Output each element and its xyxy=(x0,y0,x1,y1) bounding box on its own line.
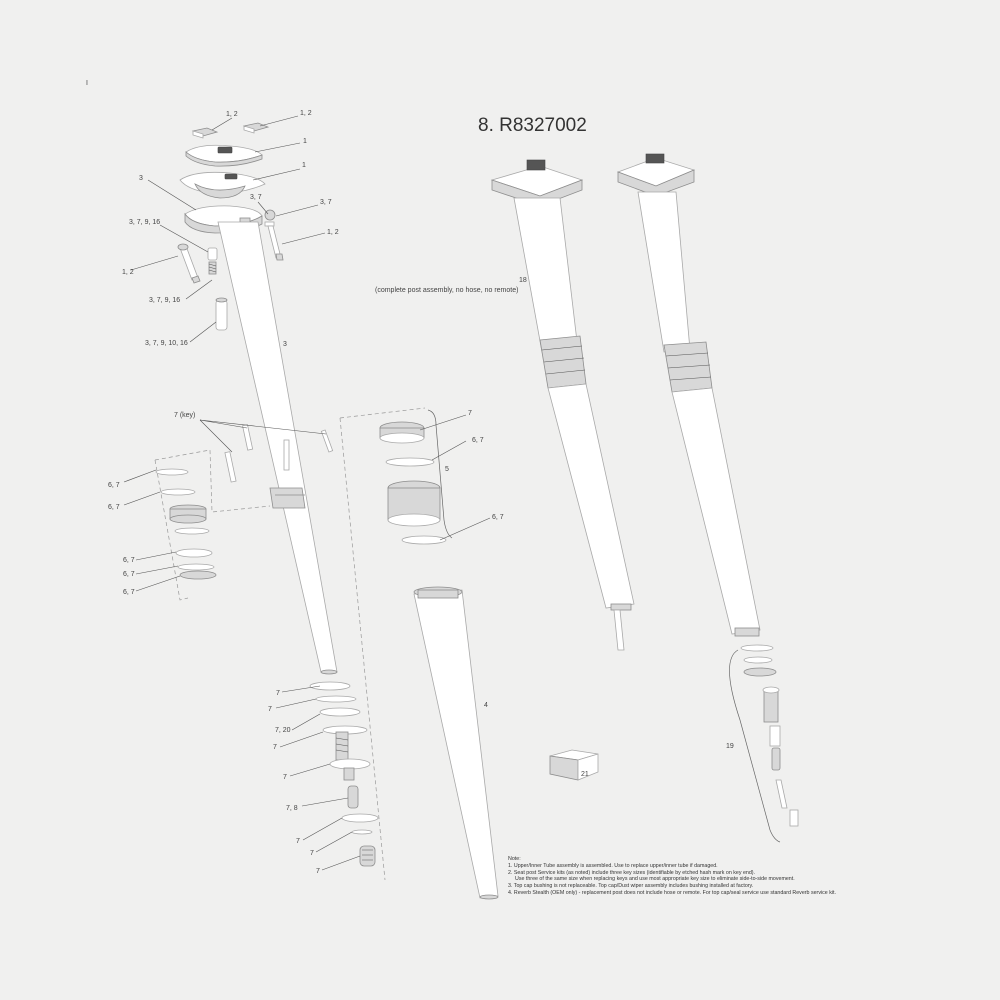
label-6-7-l2: 6, 7 xyxy=(108,504,120,511)
note-2: 2. Seat post Service kits (as noted) inc… xyxy=(508,869,756,876)
assembled-post-right xyxy=(616,153,761,637)
leader-lines xyxy=(123,115,491,871)
label-3-7-9-16-b: 3, 7, 9, 16 xyxy=(149,297,180,304)
assembled-post-left xyxy=(490,159,635,651)
label-1-2-d: 1, 2 xyxy=(122,269,134,276)
key-set xyxy=(224,424,334,483)
label-1-b: 1 xyxy=(302,162,306,169)
clamp-nut-right xyxy=(242,122,270,134)
note-4: 4. Reverb Stealth (OEM only) - replaceme… xyxy=(508,889,836,896)
notes-block: Note: 1. Upper/Inner Tube assembly is as… xyxy=(508,856,968,897)
label-7-b1: 7 xyxy=(276,690,280,697)
label-3-7-b: 3, 7 xyxy=(320,199,332,206)
corner-mark: I xyxy=(86,80,88,87)
label-3-7-9-16-a: 3, 7, 9, 16 xyxy=(129,219,160,226)
bracket-19 xyxy=(729,649,781,843)
label-7-b7: 7 xyxy=(316,868,320,875)
lower-cartridge-parts xyxy=(309,681,379,867)
label-7-a: 7 xyxy=(468,410,472,417)
label-21: 21 xyxy=(581,771,589,778)
label-1-2-b: 1, 2 xyxy=(300,110,312,117)
label-5: 5 xyxy=(445,466,449,473)
clamp-bolt-left xyxy=(177,243,201,284)
label-6-7-l5: 6, 7 xyxy=(123,589,135,596)
label-7-b6: 7 xyxy=(310,850,314,857)
label-7-key: 7 (key) xyxy=(174,412,195,419)
diagram-title: 8. R8327002 xyxy=(478,115,587,136)
cartridge-parts-19 xyxy=(740,644,799,827)
callout-labels: 1, 2 1, 2 1 1 3 3, 7 3, 7 3, 7, 9, 16 1,… xyxy=(108,110,734,875)
seal-head-stack xyxy=(379,421,447,545)
label-3-7-a: 3, 7 xyxy=(250,194,262,201)
label-1-a: 1 xyxy=(303,138,307,145)
label-1-2-a: 1, 2 xyxy=(226,111,238,118)
part-21-clip xyxy=(549,749,599,781)
clamp-bolt-right xyxy=(264,209,284,261)
note-1: 1. Upper/Inner Tube assembly is assemble… xyxy=(508,862,718,869)
label-3-7-9-10-16: 3, 7, 9, 10, 16 xyxy=(145,340,188,347)
lower-clamp-cradle xyxy=(179,171,266,199)
label-3-top: 3 xyxy=(139,175,143,182)
label-19: 19 xyxy=(726,743,734,750)
left-exploded-assembly xyxy=(154,122,499,900)
notes-heading: Note: xyxy=(508,856,521,862)
upper-clamp-plate xyxy=(185,144,263,167)
label-18-description: (complete post assembly, no hose, no rem… xyxy=(375,287,518,294)
left-ring-stack xyxy=(155,468,217,580)
note-2-continued: Use three of the same size when replacin… xyxy=(515,876,795,883)
label-7-b4: 7 xyxy=(283,774,287,781)
label-1-2-c: 1, 2 xyxy=(327,229,339,236)
label-18: 18 xyxy=(519,277,527,284)
label-4: 4 xyxy=(484,702,488,709)
label-6-7-l3: 6, 7 xyxy=(123,557,135,564)
small-hardware-a xyxy=(207,247,218,275)
small-hardware-b xyxy=(215,297,228,331)
label-3-tube: 3 xyxy=(283,341,287,348)
label-7-b5: 7 xyxy=(296,838,300,845)
label-7-20: 7, 20 xyxy=(275,727,291,734)
label-6-7-b: 6, 7 xyxy=(492,514,504,521)
label-6-7-a: 6, 7 xyxy=(472,437,484,444)
label-6-7-l4: 6, 7 xyxy=(123,571,135,578)
upper-tube xyxy=(217,221,338,675)
bracket-5 xyxy=(427,409,453,539)
outer-cartridge xyxy=(413,586,499,900)
clamp-nut-left xyxy=(191,127,219,139)
note-3: 3. Top cap bushing is not replaceable. T… xyxy=(508,883,754,890)
label-7-8: 7, 8 xyxy=(286,805,298,812)
label-7-b2: 7 xyxy=(268,706,272,713)
label-6-7-l1: 6, 7 xyxy=(108,482,120,489)
label-7-b3: 7 xyxy=(273,744,277,751)
